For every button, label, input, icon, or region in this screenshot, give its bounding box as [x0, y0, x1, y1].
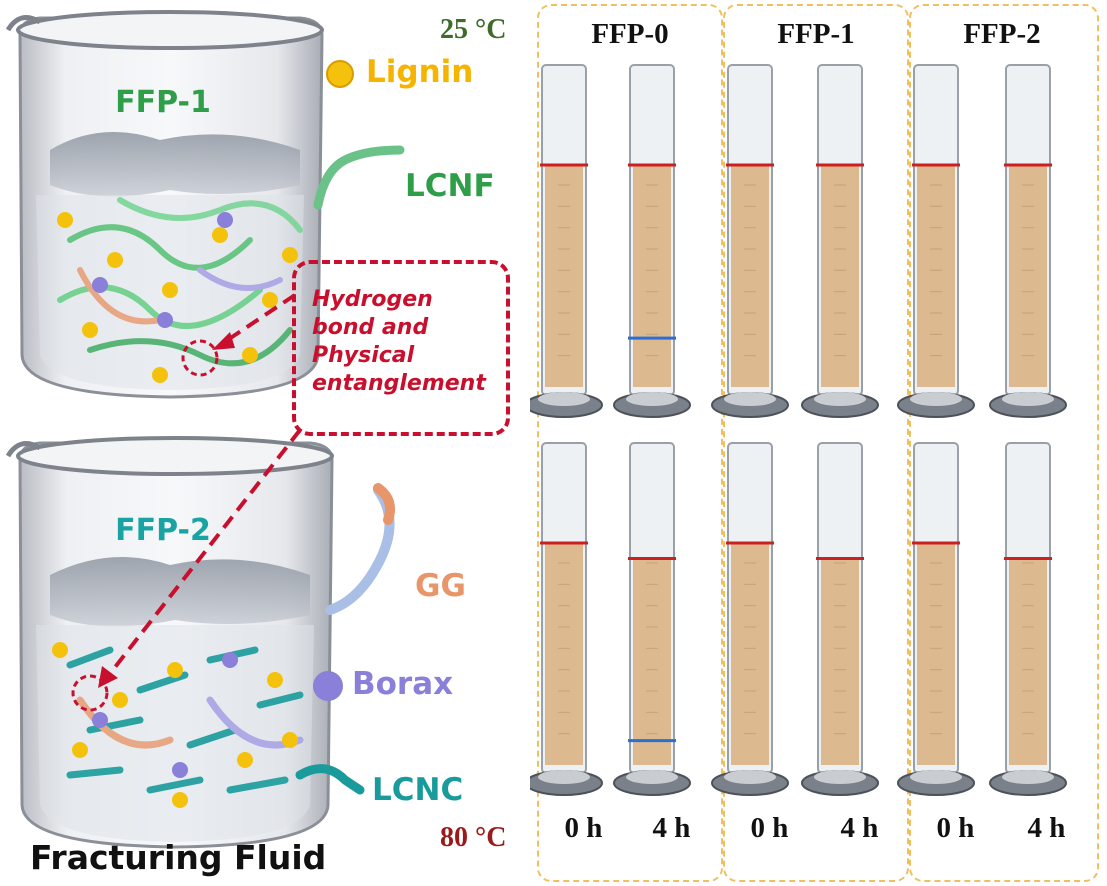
fluid-column [821, 165, 859, 387]
lcnf-fiber-icon [313, 145, 405, 210]
cylinder [801, 442, 879, 796]
arrow-head-icon [98, 666, 118, 688]
fluid-column [633, 165, 671, 387]
cylinder-base [724, 770, 776, 784]
cylinder-base [910, 392, 962, 406]
cylinder-base [814, 392, 866, 406]
beaker-ffp2-label: FFP-2 [115, 513, 211, 548]
time-label: 4 h [652, 812, 691, 844]
group-label-ffp0: FFP-0 [591, 18, 669, 50]
beaker-illustration: FFP-1 FFP-2 [5, 10, 405, 849]
time-label: 4 h [840, 812, 879, 844]
beaker-ffp1 [5, 10, 324, 399]
cylinder [989, 442, 1067, 796]
fluid-column [633, 558, 671, 765]
time-label: 4 h [1027, 812, 1066, 844]
panel-ffp0 [537, 4, 723, 882]
cylinder-base [626, 392, 678, 406]
cylinder [613, 64, 691, 418]
annotation-text: Hydrogen bond and Physical entanglement [312, 286, 486, 398]
panel-ffp1 [723, 4, 909, 882]
lcnc-rod-icon [295, 764, 365, 795]
legend-lignin: Lignin [366, 54, 474, 90]
beaker-ffp1-label: FFP-1 [115, 85, 211, 120]
caption: Fracturing Fluid [30, 838, 327, 877]
fluid-column [731, 543, 769, 765]
cylinder [711, 442, 789, 796]
fluid-column [821, 558, 859, 765]
annotation-line: Physical [312, 343, 415, 368]
temperature-top: 25 °C [440, 14, 507, 45]
cylinder-base [814, 770, 866, 784]
cylinder [897, 442, 975, 796]
cylinder-base [1002, 770, 1054, 784]
cylinder-base [910, 770, 962, 784]
cylinder [801, 64, 879, 418]
cylinder [530, 64, 603, 418]
legend-borax: Borax [352, 666, 454, 702]
fluid-column [917, 543, 955, 765]
legend-lcnf: LCNF [405, 168, 495, 204]
cylinder-base [724, 392, 776, 406]
group-label-ffp2: FFP-2 [963, 18, 1041, 50]
cylinder [613, 442, 691, 796]
time-label: 0 h [936, 812, 975, 844]
legend-gg: GG [415, 568, 466, 604]
temperature-bottom: 80 °C [440, 822, 507, 853]
time-label: 0 h [564, 812, 603, 844]
cylinder-base [538, 770, 590, 784]
lignin-bead-icon [326, 60, 354, 88]
cylinder-base [626, 770, 678, 784]
fluid-column [545, 165, 583, 387]
fluid-column [1009, 558, 1047, 765]
cylinder-photos [530, 64, 1067, 796]
cylinder [989, 64, 1067, 418]
cylinder-base [1002, 392, 1054, 406]
gg-chain-icon [325, 485, 395, 615]
group-label-ffp1: FFP-1 [777, 18, 855, 50]
beaker-ffp2 [5, 436, 334, 849]
annotation-line: entanglement [312, 371, 486, 396]
borax-bead-icon [313, 671, 343, 701]
cylinder [897, 64, 975, 418]
cylinder [711, 64, 789, 418]
fluid-column [1009, 165, 1047, 387]
cylinder-base [538, 392, 590, 406]
annotation-line: bond and [312, 315, 429, 340]
fluid-column [545, 543, 583, 765]
arrow-head-icon [212, 332, 235, 350]
annotation-line: Hydrogen [312, 287, 433, 312]
annotation-box: Hydrogen bond and Physical entanglement [292, 260, 510, 436]
cylinder [530, 442, 603, 796]
annotation-arrows [103, 293, 302, 682]
time-label: 0 h [750, 812, 789, 844]
legend-lcnc: LCNC [372, 772, 464, 808]
fluid-column [917, 165, 955, 387]
panel-ffp2 [909, 4, 1099, 882]
fluid-column [731, 165, 769, 387]
